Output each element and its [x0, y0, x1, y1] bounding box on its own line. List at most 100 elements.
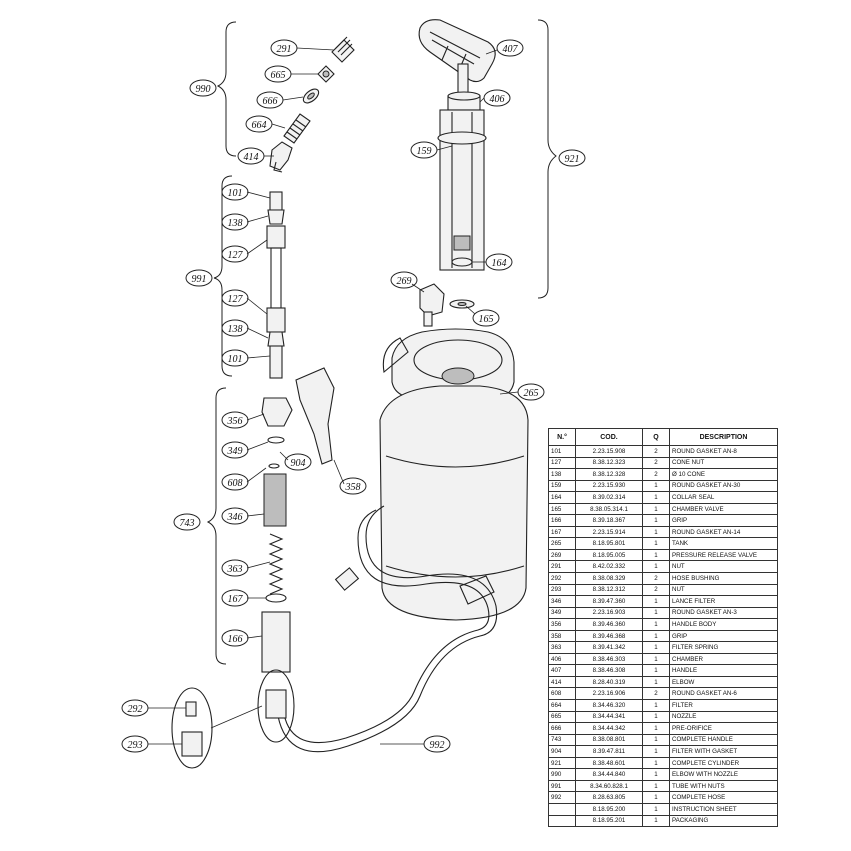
cell-code: 8.39.47.811: [575, 745, 643, 758]
svg-text:358: 358: [345, 482, 361, 493]
cell-code: 8.34.44.341: [575, 710, 643, 724]
cell-code: 8.38.05.314.1: [575, 502, 643, 516]
cell-quantity: 1: [642, 629, 670, 643]
cell-quantity: 1: [642, 560, 670, 573]
callout-356: 356: [221, 411, 249, 429]
cell-quantity: 1: [642, 802, 670, 816]
svg-text:292: 292: [128, 704, 143, 715]
cell-quantity: 1: [642, 664, 670, 677]
cell-number: 407: [548, 664, 576, 677]
part-349-gasket: [267, 436, 285, 444]
cell-description: HANDLE BODY: [669, 618, 778, 631]
cell-description: COMPLETE CYLINDER: [669, 756, 778, 770]
callout-992: 992: [423, 735, 451, 753]
cell-number: 101: [548, 445, 576, 458]
svg-text:666: 666: [263, 96, 278, 107]
cell-quantity: 1: [642, 814, 670, 828]
cell-number: 921: [548, 756, 576, 770]
svg-text:167: 167: [228, 594, 244, 605]
cell-code: 8.38.12.323: [575, 456, 643, 470]
brace-990: [216, 21, 237, 157]
cell-quantity: 1: [642, 779, 670, 793]
cell-description: GRIP: [669, 629, 778, 643]
svg-text:265: 265: [524, 388, 539, 399]
callout-666: 666: [256, 91, 284, 109]
table-header-row: N.° COD. Q DESCRIPTION: [548, 428, 778, 446]
cell-number: 990: [548, 768, 576, 781]
svg-text:407: 407: [503, 44, 519, 55]
part-101-bottom: [269, 345, 283, 379]
callout-363: 363: [221, 559, 249, 577]
cell-code: 2.23.15.914: [575, 525, 643, 539]
cell-code: 8.39.02.314: [575, 491, 643, 504]
part-269-pressure-release-valve: [411, 283, 445, 327]
cell-quantity: 1: [642, 479, 670, 493]
svg-text:904: 904: [291, 458, 306, 469]
cell-code: 8.18.95.801: [575, 537, 643, 550]
cell-code: 2.23.15.908: [575, 445, 643, 458]
svg-text:406: 406: [490, 94, 505, 105]
part-138-top: [267, 209, 285, 225]
cell-quantity: 1: [642, 756, 670, 770]
part-414-elbow: [269, 141, 293, 173]
cell-quantity: 2: [642, 583, 670, 597]
cell-number: 165: [548, 502, 576, 516]
callout-904: 904: [284, 453, 312, 471]
cell-description: GRIP: [669, 514, 778, 527]
callout-664: 664: [245, 115, 273, 133]
callout-608: 608: [221, 473, 249, 491]
cell-description: CHAMBER: [669, 652, 778, 666]
cell-description: TUBE WITH NUTS: [669, 779, 778, 793]
cell-number: 664: [548, 699, 576, 712]
cell-quantity: 1: [642, 733, 670, 747]
cell-number: 356: [548, 618, 576, 631]
cell-quantity: 1: [642, 537, 670, 550]
cell-number: 164: [548, 491, 576, 504]
hose-end-fitting: [334, 567, 360, 591]
tube-body: [270, 247, 282, 309]
cell-number: 608: [548, 687, 576, 701]
part-127-bottom: [266, 307, 286, 333]
cell-code: 2.23.15.930: [575, 479, 643, 493]
cell-description: NOZZLE: [669, 710, 778, 724]
svg-text:138: 138: [228, 218, 243, 229]
leaders-743: [246, 413, 345, 639]
cell-code: 8.38.08.329: [575, 572, 643, 585]
cell-description: ROUND GASKET AN-6: [669, 687, 778, 701]
part-356-handle-body: [261, 397, 293, 427]
cell-description: LANCE FILTER: [669, 595, 778, 608]
callout-167: 167: [221, 589, 249, 607]
cell-quantity: 1: [642, 641, 670, 654]
header-number: N.°: [548, 428, 576, 446]
elbow-with-nozzle-assembly: [216, 21, 355, 173]
callout-292: 292: [121, 699, 149, 717]
cell-code: 8.38.12.312: [575, 583, 643, 597]
complete-hose-assembly: [148, 505, 498, 769]
cell-code: 8.34.60.828.1: [575, 779, 643, 793]
callout-labels: 291 665 666 664 414 990 407 406 159 921 …: [121, 39, 586, 753]
cell-quantity: 1: [642, 548, 670, 562]
cell-code: 8.34.44.840: [575, 768, 643, 781]
cell-number: 167: [548, 525, 576, 539]
cell-number: 743: [548, 733, 576, 747]
part-167-gasket: [265, 593, 287, 603]
cell-quantity: 2: [642, 572, 670, 585]
callout-293: 293: [121, 735, 149, 753]
svg-text:101: 101: [228, 354, 243, 365]
cell-code: 8.18.95.201: [575, 814, 643, 828]
callout-991: 991: [185, 269, 213, 287]
callout-358: 358: [339, 477, 367, 495]
cell-description: FILTER SPRING: [669, 641, 778, 654]
